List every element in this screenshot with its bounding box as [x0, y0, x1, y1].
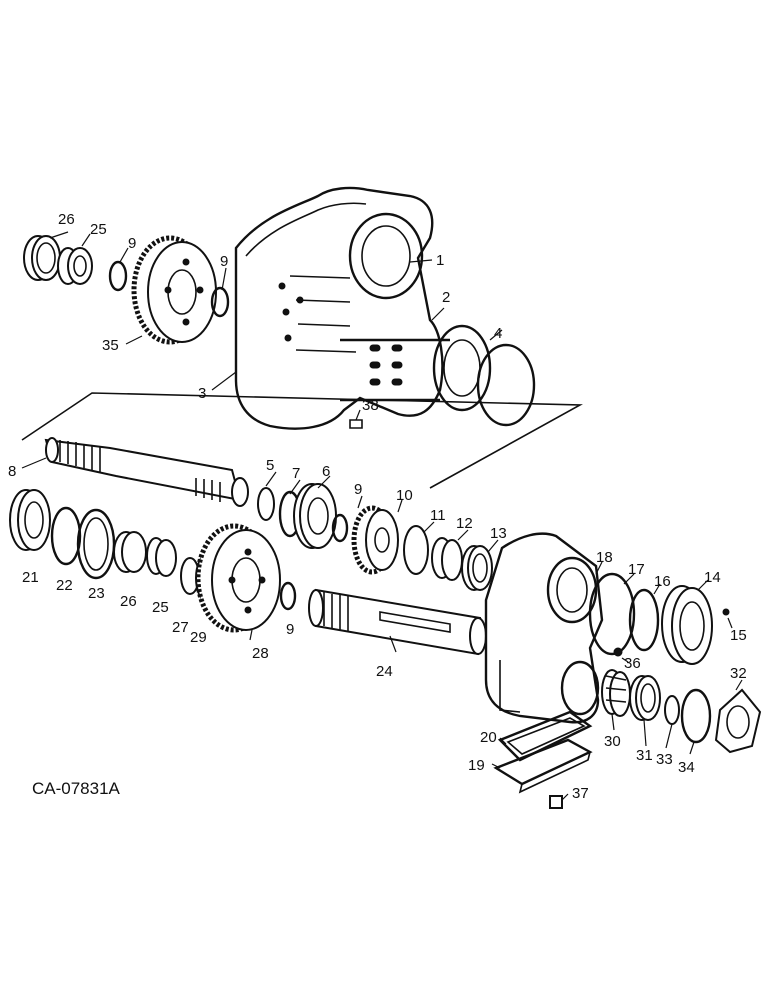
callout-29: 29: [190, 629, 207, 646]
callout-3: 3: [198, 385, 206, 402]
bearing-cone-part-25: [146, 537, 177, 577]
reference-plane: [21, 392, 583, 489]
bearing-cup-part-26-top: [23, 235, 61, 281]
callout-21: 21: [22, 569, 39, 586]
callout-17: 17: [628, 561, 645, 578]
bolt-part-38: [349, 419, 363, 429]
callout-28: 28: [252, 645, 269, 662]
callout-13: 13: [490, 525, 507, 542]
shaft-part-8: [44, 437, 249, 507]
gear-part-28: [195, 523, 281, 633]
callout-6: 6: [322, 463, 330, 480]
plug-part-37: [549, 795, 563, 809]
seal-part-21: [9, 489, 51, 551]
callout-7: 7: [292, 465, 300, 482]
callout-30: 30: [604, 733, 621, 750]
callout-15: 15: [730, 627, 747, 644]
gasket-part-17: [588, 572, 636, 656]
callout-26-top: 26: [58, 211, 75, 228]
callout-24: 24: [376, 663, 393, 680]
retainer-part-6: [293, 483, 337, 549]
callout-25-top: 25: [90, 221, 107, 238]
callout-8: 8: [8, 463, 16, 480]
callout-20: 20: [480, 729, 497, 746]
bearing-cone-part-25-top: [57, 247, 93, 285]
callout-9-top-left: 9: [128, 235, 136, 252]
housing-part-18: [484, 532, 604, 724]
o-ring-part-4: [476, 343, 536, 427]
bearing-cone-part-30: [601, 669, 631, 717]
callout-9-mid: 9: [354, 481, 362, 498]
snap-ring-part-9-a: [108, 260, 128, 292]
washer-part-11: [403, 525, 429, 575]
shaft-part-24: [308, 588, 487, 656]
callout-9-lower: 9: [286, 621, 294, 638]
callout-38: 38: [362, 397, 379, 414]
callout-4: 4: [494, 325, 502, 342]
callout-26-lower: 26: [120, 593, 137, 610]
plug-part-15: [722, 608, 730, 616]
callout-12: 12: [456, 515, 473, 532]
callout-27: 27: [172, 619, 189, 636]
callout-37: 37: [572, 785, 589, 802]
snap-ring-part-9-c: [331, 513, 349, 543]
ring-part-5: [257, 487, 275, 521]
bearing-cup-part-13: [461, 545, 493, 591]
bearing-cup-part-31: [629, 675, 661, 721]
gear-part-10: [351, 505, 399, 575]
callout-11: 11: [430, 507, 446, 524]
callout-36: 36: [624, 655, 641, 672]
drawing-code: CA-07831A: [32, 779, 121, 798]
o-ring-part-34: [680, 688, 712, 744]
callout-34: 34: [678, 759, 695, 776]
callout-25-lower: 25: [152, 599, 169, 616]
callout-23: 23: [88, 585, 105, 602]
callout-5: 5: [266, 457, 274, 474]
gear-part-35: [131, 235, 217, 345]
snap-ring-part-9-b: [210, 286, 230, 318]
callout-10: 10: [396, 487, 413, 504]
callout-35: 35: [102, 337, 119, 354]
gasket-part-23: [76, 508, 116, 580]
callout-2: 2: [442, 289, 450, 306]
ring-part-33: [664, 695, 680, 725]
bearing-cone-part-12: [431, 537, 463, 581]
callout-1: 1: [436, 252, 444, 269]
leader-lines: [21, 231, 743, 801]
cover-part-14: [661, 585, 713, 665]
callout-19: 19: [468, 757, 485, 774]
callout-9-top-right: 9: [220, 253, 228, 270]
callout-32: 32: [730, 665, 747, 682]
callout-labels: 1 2 3 4 5 6 7 8 9 9 9 9 10 11 12 13 14 1…: [8, 211, 747, 802]
callout-31: 31: [636, 747, 653, 764]
cover-part-32: [714, 688, 762, 754]
callout-14: 14: [704, 569, 721, 586]
gasket-part-20: [497, 710, 593, 762]
callout-18: 18: [596, 549, 613, 566]
plug-part-36: [613, 647, 623, 657]
callout-16: 16: [654, 573, 671, 590]
snap-ring-part-9-d: [279, 581, 297, 611]
gasket-part-22: [50, 506, 82, 566]
bearing-cup-part-26: [113, 531, 147, 573]
callout-33: 33: [656, 751, 673, 768]
callout-22: 22: [56, 577, 73, 594]
housing-part-1: [234, 186, 492, 430]
pan-part-19: [493, 738, 593, 794]
o-ring-part-16: [628, 588, 660, 652]
